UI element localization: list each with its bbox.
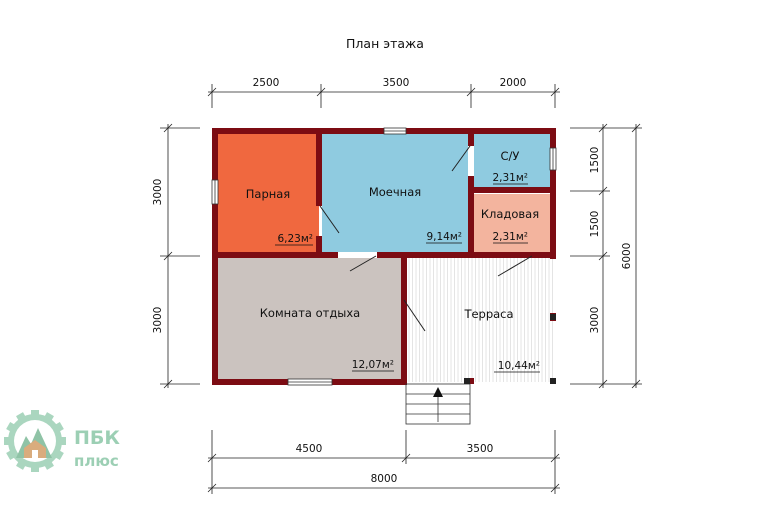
dim-left-1: 3000 bbox=[152, 179, 164, 206]
dim-bottom-total: 8000 bbox=[371, 473, 398, 485]
room-name-su: С/У bbox=[501, 149, 520, 163]
room-name-parnaya: Парная bbox=[246, 187, 290, 201]
dim-top-2: 3500 bbox=[383, 77, 410, 89]
room-fill-parnaya bbox=[218, 134, 319, 252]
terrace-post bbox=[464, 378, 470, 384]
logo-line-2: плюс bbox=[74, 452, 119, 470]
room-name-komnata: Комната отдыха bbox=[260, 306, 360, 320]
entrance-steps bbox=[405, 383, 471, 425]
dim-right-total: 6000 bbox=[621, 243, 633, 270]
dim-right-3: 3000 bbox=[589, 307, 601, 334]
dim-right-2: 1500 bbox=[589, 211, 601, 238]
house-icon bbox=[24, 440, 46, 458]
dim-bottom-2: 3500 bbox=[467, 443, 494, 455]
dim-bottom-1: 4500 bbox=[296, 443, 323, 455]
dim-right-1: 1500 bbox=[589, 147, 601, 174]
room-fill-kladovaya bbox=[474, 194, 550, 252]
terrace-post bbox=[550, 314, 556, 320]
room-fill-su bbox=[474, 134, 550, 187]
room-name-kladovaya: Кладовая bbox=[481, 207, 539, 221]
windows bbox=[211, 127, 557, 386]
dim-left-2: 3000 bbox=[152, 307, 164, 334]
dim-top-1: 2500 bbox=[253, 77, 280, 89]
room-area-parnaya: 6,23м² bbox=[277, 233, 313, 245]
room-area-komnata: 12,07м² bbox=[352, 359, 394, 371]
room-name-terrasa: Терраса bbox=[463, 307, 513, 321]
dimension-lines bbox=[160, 84, 642, 494]
room-area-terrasa: 10,44м² bbox=[498, 360, 540, 372]
company-logo: ПБК плюс bbox=[4, 410, 120, 472]
terrace-post bbox=[550, 378, 556, 384]
entrance-arrow-icon bbox=[433, 387, 443, 397]
room-area-moechnaya: 9,14м² bbox=[426, 231, 462, 243]
room-fill-moechnaya bbox=[322, 134, 468, 252]
room-fill-komnata bbox=[218, 258, 401, 379]
logo-line-1: ПБК bbox=[74, 427, 120, 449]
terrace-decking bbox=[406, 258, 553, 382]
room-name-moechnaya: Моечная bbox=[369, 185, 421, 199]
room-area-kladovaya: 2,31м² bbox=[492, 231, 528, 243]
room-area-su: 2,31м² bbox=[492, 172, 528, 184]
doors bbox=[319, 145, 533, 332]
plan-title: План этажа bbox=[346, 36, 424, 51]
dim-top-3: 2000 bbox=[500, 77, 527, 89]
